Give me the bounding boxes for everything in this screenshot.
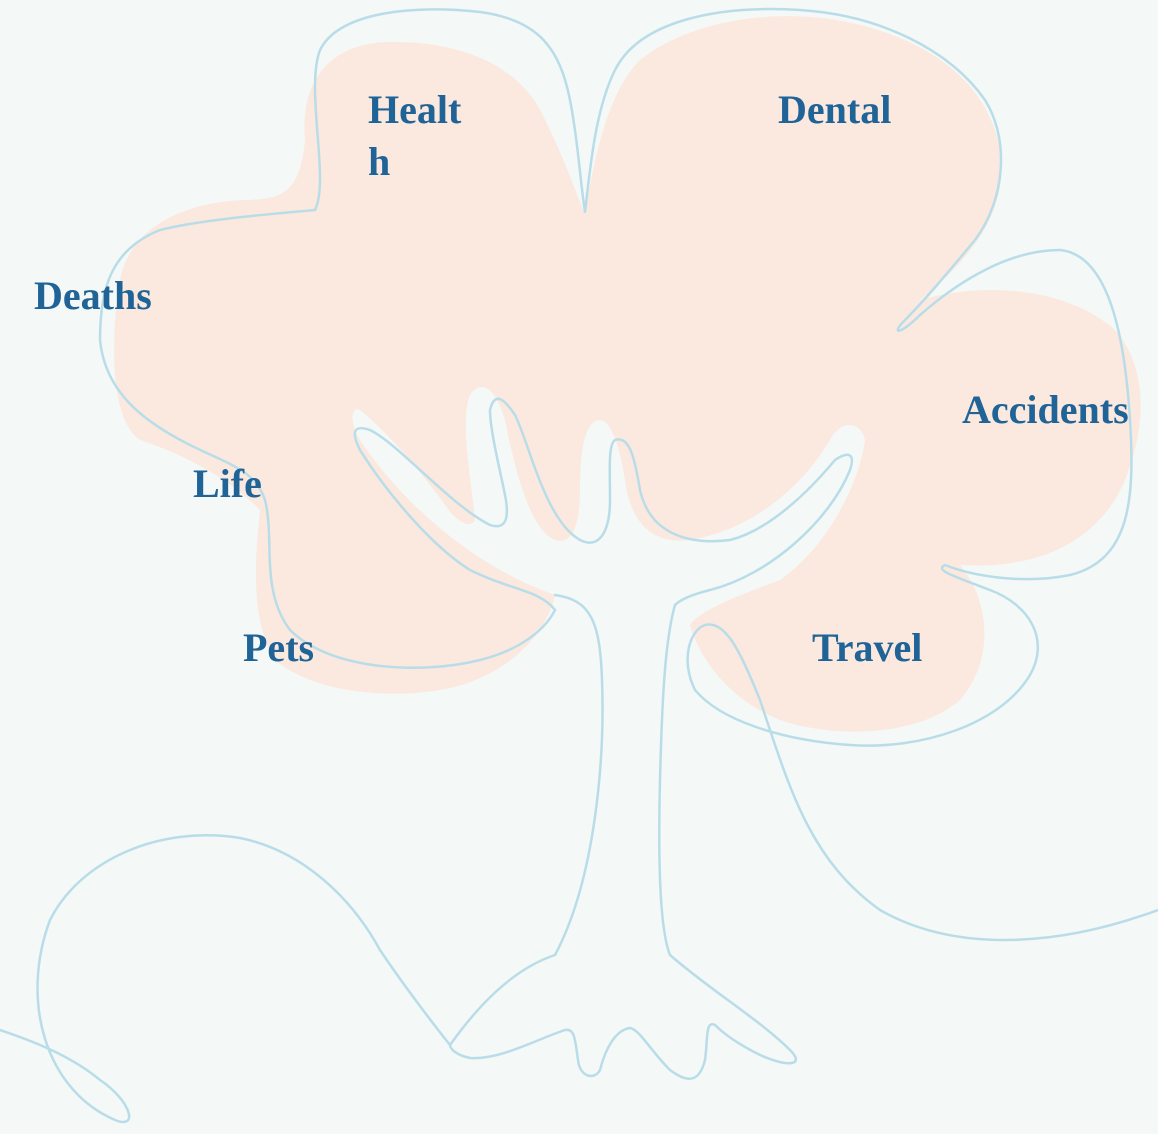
label-health: Health: [368, 84, 480, 188]
label-accidents: Accidents: [962, 384, 1129, 436]
label-travel: Travel: [812, 622, 922, 674]
label-deaths: Deaths: [34, 270, 152, 322]
label-pets: Pets: [243, 622, 314, 674]
label-dental: Dental: [778, 84, 891, 136]
label-life: Life: [193, 458, 262, 510]
